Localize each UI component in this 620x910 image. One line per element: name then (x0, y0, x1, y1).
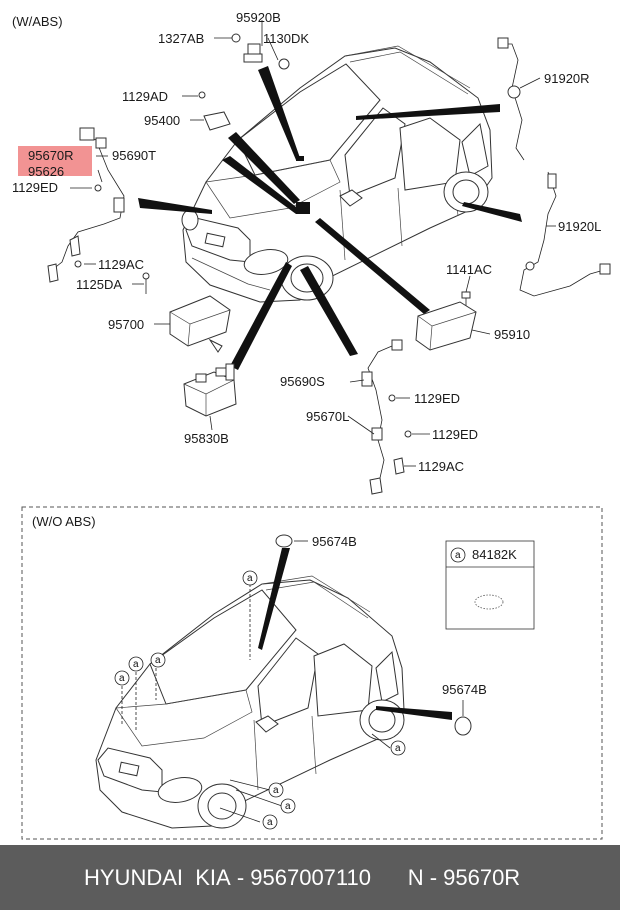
highlight-95670R (18, 146, 92, 176)
part-95400-module (198, 91, 231, 131)
legend-box: a 84182K (445, 540, 535, 630)
pointer-wedges (138, 66, 522, 370)
label-1130DK: 1130DK (263, 31, 309, 46)
label-1129AC-b: 1129AC (418, 459, 464, 474)
part-91920L-harness (519, 171, 611, 297)
callout-a-2: a (128, 656, 144, 672)
label-95626: 95626 (28, 164, 64, 179)
label-1125DA: 1125DA (76, 277, 122, 292)
label-1129ED-b: 1129ED (414, 391, 460, 406)
label-95690T: 95690T (112, 148, 156, 163)
svg-text:a: a (155, 655, 161, 666)
legend-letter: a (455, 550, 461, 561)
part-95830B-module (183, 363, 237, 417)
callout-a-6: a (280, 798, 296, 814)
label-95670L: 95670L (306, 409, 349, 424)
leader-lines-bottom (121, 540, 464, 823)
label-1129ED-a: 1129ED (12, 180, 58, 195)
part-95674B-plugs (275, 534, 472, 736)
pointer-wedges-bottom (258, 548, 452, 720)
svg-text:a: a (133, 659, 139, 670)
part-95700-module (169, 295, 231, 353)
callout-a-5: a (268, 782, 284, 798)
label-1129AD: 1129AD (122, 89, 168, 104)
labels-top: 95920B 1327AB 1130DK 91920R 1129AD 95400… (12, 10, 601, 474)
label-95674B-a: 95674B (312, 534, 357, 549)
part-95670L-sensor (361, 339, 412, 495)
legend-part-84182K: 84182K (472, 547, 517, 562)
parts-diagram: (W/ABS) (12, 10, 611, 840)
section-without-abs-frame (21, 506, 603, 840)
label-95830B: 95830B (184, 431, 229, 446)
label-95700: 95700 (108, 317, 144, 332)
callout-a-7: a (262, 814, 278, 830)
svg-text:a: a (273, 785, 279, 796)
footer-gap (371, 865, 408, 891)
callout-a-1: a (242, 570, 258, 586)
svg-text:a: a (247, 573, 253, 584)
part-95670R-sensor (47, 127, 125, 283)
footer-bar: HYUNDAI KIA - 9567007110 N - 95670R (0, 845, 620, 910)
label-1141AC: 1141AC (446, 262, 492, 277)
footer-suffix: N - 95670R (407, 864, 521, 890)
part-91920R-harness (497, 37, 525, 161)
label-95674B-b: 95674B (442, 682, 487, 697)
callout-circles: a a a a a a a a (114, 570, 406, 830)
callout-a-3: a (150, 652, 166, 668)
footer-separator: - (230, 864, 251, 890)
callout-a-8: a (390, 740, 406, 756)
leader-lines-top (70, 20, 556, 467)
svg-text:a: a (285, 801, 291, 812)
caption-without-abs: (W/O ABS) (32, 514, 96, 529)
label-1129AC-a: 1129AC (98, 257, 144, 272)
label-95400: 95400 (144, 113, 180, 128)
svg-text:a: a (395, 743, 401, 754)
callout-a-4: a (114, 670, 130, 686)
label-91920R: 91920R (544, 71, 590, 86)
label-1327AB: 1327AB (158, 31, 204, 46)
label-1129ED-c: 1129ED (432, 427, 478, 442)
caption-with-abs: (W/ABS) (12, 14, 63, 29)
footer-part-number: 9567007110 (250, 864, 371, 890)
label-91920L: 91920L (558, 219, 601, 234)
part-95920B-sensor (231, 33, 290, 70)
svg-text:a: a (119, 673, 125, 684)
label-95690S: 95690S (280, 374, 325, 389)
car-bottom-illustration (95, 575, 405, 829)
label-95670R: 95670R (28, 148, 74, 163)
svg-text:a: a (267, 817, 273, 828)
label-95920B: 95920B (236, 10, 281, 25)
part-bolts-top (74, 260, 471, 314)
label-95910: 95910 (494, 327, 530, 342)
part-95910-module (415, 301, 477, 351)
footer-brand: HYUNDAI KIA (84, 864, 231, 890)
